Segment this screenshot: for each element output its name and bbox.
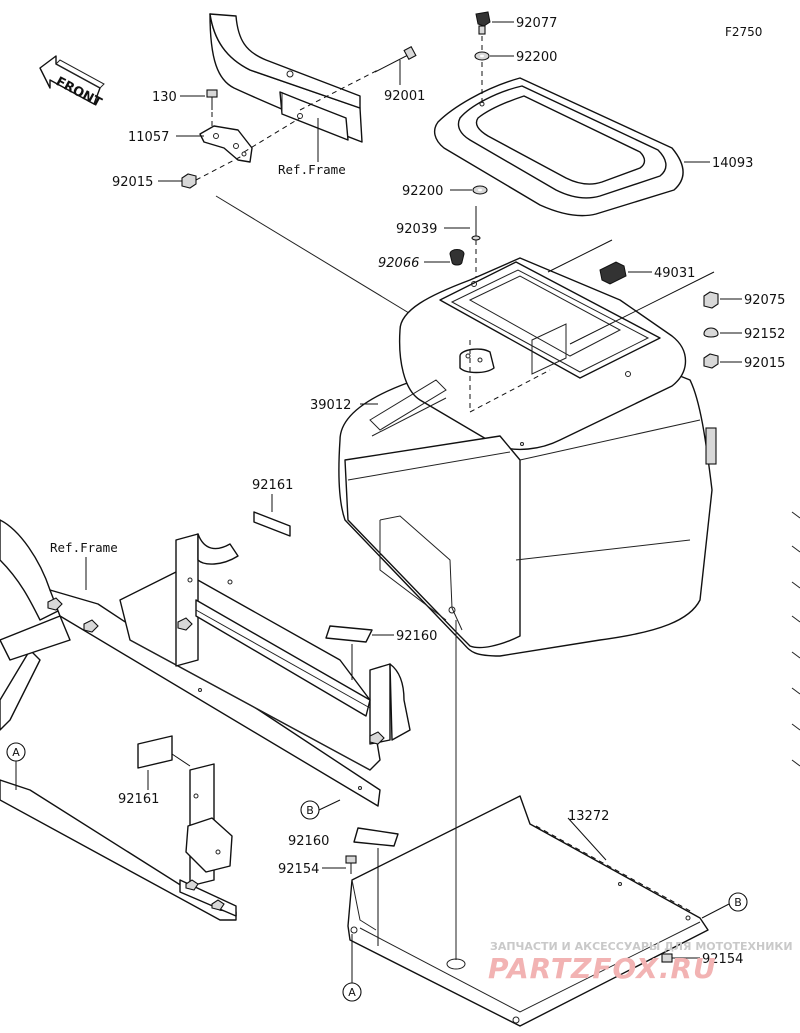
label-92015-right: 92015 [744, 356, 785, 371]
label-49031: 49031 [654, 266, 695, 281]
washer-92152 [703, 327, 719, 338]
bolt-92001 [374, 45, 417, 73]
tray-13272 [347, 795, 709, 1027]
label-92066: 92066 [378, 256, 419, 271]
watermark: ЗАПЧАСТИ И АКСЕССУАРЫ ДЛЯ МОТОТЕХНИКИ PA… [488, 940, 793, 985]
nut-92075 [703, 291, 719, 309]
svg-text:A: A [348, 986, 356, 999]
upper-frame [209, 13, 363, 143]
label-92154-right: 92154 [702, 952, 743, 967]
pad-92161-bottom [137, 735, 173, 769]
pad-92160-mid [325, 625, 373, 643]
bolt-92154-left [345, 855, 357, 874]
label-92015-left: 92015 [112, 175, 153, 190]
svg-text:A: A [12, 746, 20, 759]
bolt-130 [206, 89, 218, 110]
ref-circle-a-top: A [6, 742, 26, 762]
washer-92200-top [474, 51, 490, 61]
label-92200-top: 92200 [516, 50, 557, 65]
svg-text:B: B [306, 804, 314, 817]
label-92161-bottom: 92161 [118, 792, 159, 807]
clip-49031 [599, 261, 627, 285]
label-92039: 92039 [396, 222, 437, 237]
watermark-logo: PARTZFOX.RU [488, 952, 717, 985]
ref-circle-b-mid: B [300, 800, 320, 820]
cut-marks [791, 511, 800, 767]
bracket-11057 [199, 125, 253, 163]
storage-box-39012 [338, 257, 717, 657]
label-13272: 13272 [568, 809, 609, 824]
pin-92039 [471, 206, 481, 241]
washer-92200-mid [472, 185, 488, 195]
label-39012: 39012 [310, 398, 351, 413]
label-92154-left: 92154 [278, 862, 319, 877]
lower-frame [0, 519, 411, 921]
nut-92015-left [181, 173, 197, 189]
diagram-code: F2750 [725, 25, 762, 39]
watermark-line1: ЗАПЧАСТИ И АКСЕССУАРЫ ДЛЯ МОТОТЕХНИКИ [490, 940, 793, 953]
front-arrow: FRONT [39, 55, 105, 111]
label-11057: 11057 [128, 130, 169, 145]
nut-92015-right [703, 353, 719, 369]
plug-92066 [449, 249, 465, 266]
label-14093: 14093 [712, 156, 753, 171]
label-130: 130 [152, 90, 177, 105]
ref-frame-left-label: Ref.Frame [50, 540, 118, 555]
label-92152: 92152 [744, 327, 785, 342]
svg-text:B: B [734, 896, 742, 909]
label-92077: 92077 [516, 16, 557, 31]
pad-92161-top [253, 511, 291, 537]
label-92075: 92075 [744, 293, 785, 308]
key-92077 [475, 11, 491, 35]
label-92161-top: 92161 [252, 478, 293, 493]
label-92001: 92001 [384, 89, 425, 104]
label-92160-mid: 92160 [396, 629, 437, 644]
ref-circle-b-right: B [728, 892, 748, 912]
label-92200-mid: 92200 [402, 184, 443, 199]
pad-92160-bottom [353, 827, 399, 847]
ref-frame-top-label: Ref.Frame [278, 162, 346, 177]
ref-circle-a-bottom: A [342, 982, 362, 1002]
label-92160-bottom: 92160 [288, 834, 329, 849]
lid-14093 [433, 77, 684, 217]
